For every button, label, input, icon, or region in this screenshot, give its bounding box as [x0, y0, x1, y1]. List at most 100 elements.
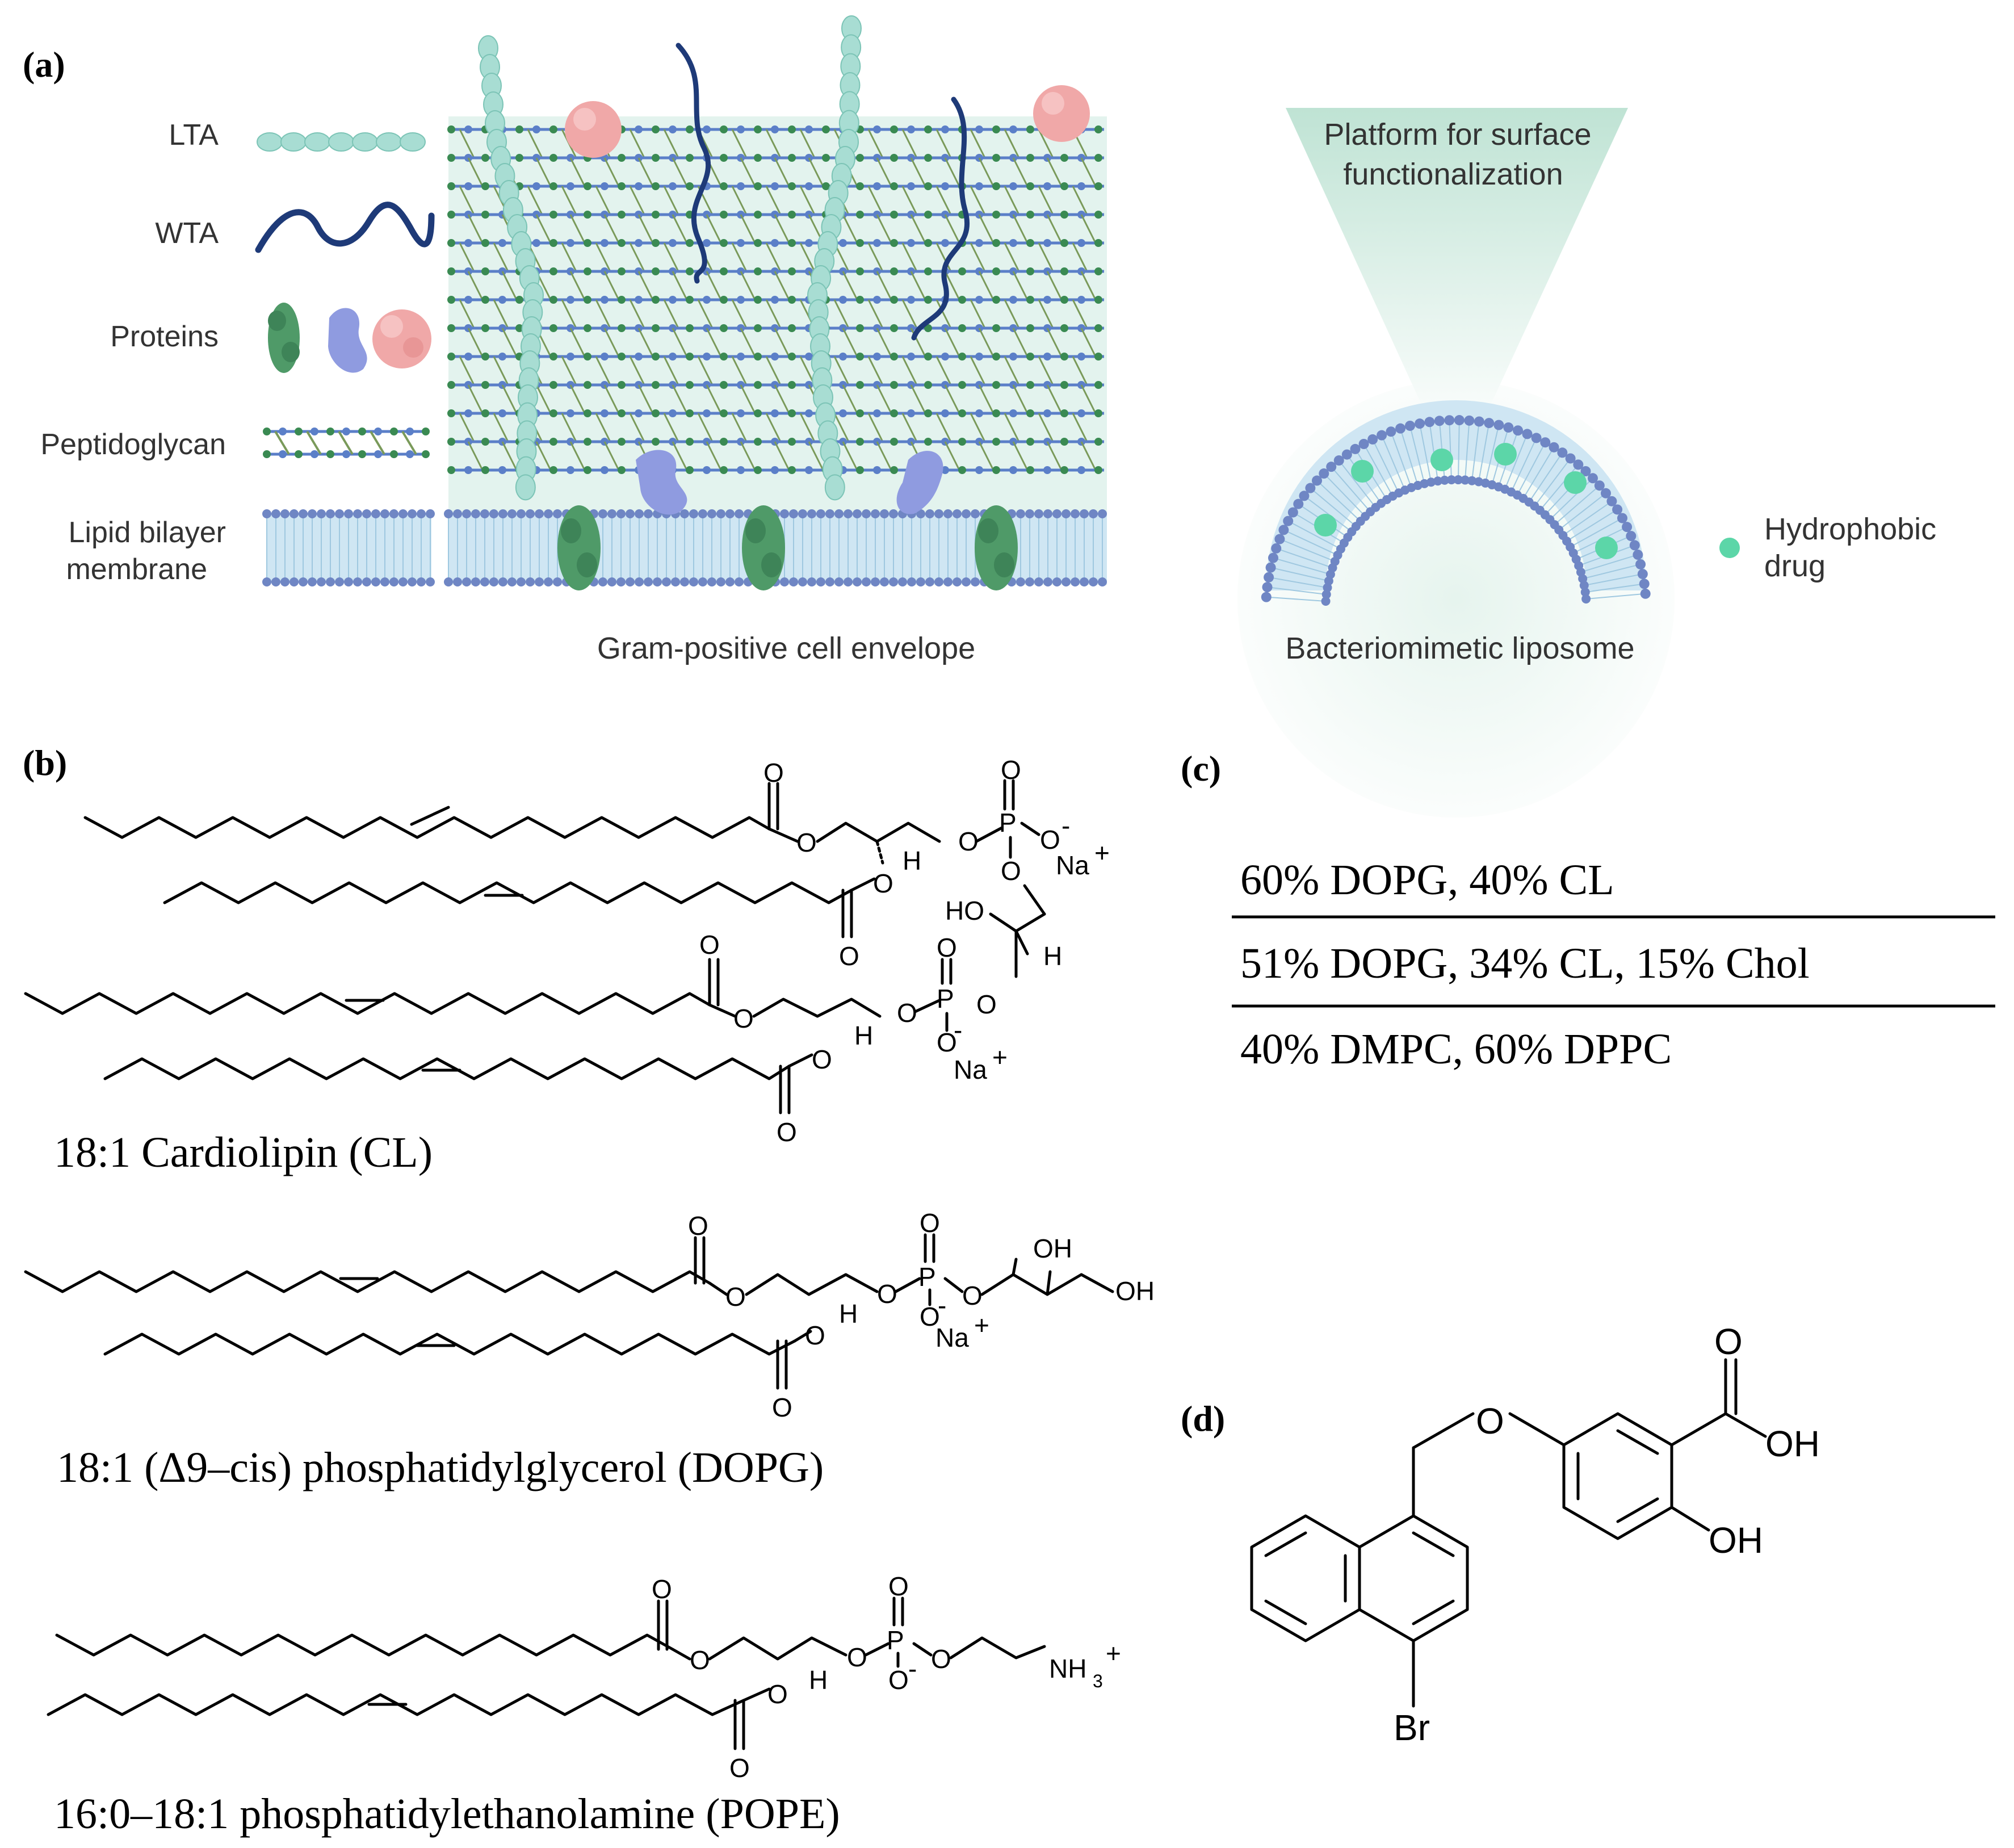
- protein-subunit: [761, 552, 782, 577]
- peptidoglycan-unit: [737, 125, 745, 133]
- peptidoglycan-crosslink: [663, 129, 679, 158]
- lipid-tail: [1409, 425, 1425, 484]
- lipid-head: [907, 577, 916, 586]
- hydrophobic-drug-molecules: [1314, 443, 1618, 559]
- peptidoglycan-unit: [771, 409, 779, 417]
- lipid-head: [689, 509, 698, 518]
- lipid-tail: [1504, 434, 1528, 490]
- peptidoglycan-unit: [532, 239, 540, 247]
- lipid-head: [299, 577, 308, 586]
- lipid-head: [1461, 475, 1470, 485]
- peptidoglycan-unit: [924, 296, 932, 304]
- dopg-atom-na: Na: [935, 1323, 969, 1352]
- peptidoglycan-unit: [1060, 466, 1068, 474]
- lipid-head: [798, 577, 807, 586]
- lipid-head: [1299, 491, 1310, 501]
- peptidoglycan-unit: [873, 239, 881, 247]
- naphthalene-ring-left: [1250, 1514, 1361, 1642]
- lipid-head: [1283, 516, 1294, 526]
- peptidoglycan-unit: [1026, 324, 1034, 332]
- peptidoglycan-unit: [856, 267, 864, 275]
- peptidoglycan-unit: [805, 125, 813, 133]
- peptidoglycan-unit: [1094, 239, 1102, 247]
- lipid-head: [616, 509, 626, 518]
- lipid-head: [653, 577, 662, 586]
- peptidoglycan-unit: [703, 125, 711, 133]
- peptidoglycan-unit: [464, 239, 472, 247]
- peptidoglycan-crosslink: [799, 186, 816, 215]
- cl-atom-na: Na: [1056, 850, 1089, 880]
- lipid-tail: [1270, 567, 1329, 582]
- peptidoglycan-unit: [686, 438, 694, 446]
- peptidoglycan-crosslink: [637, 214, 654, 244]
- lipid-head: [707, 577, 716, 586]
- platform-label-line2: functionalization: [1343, 157, 1563, 191]
- lipid-head: [880, 577, 889, 586]
- lipid-head: [1016, 509, 1025, 518]
- composition-row-1: 60% DOPG, 40% CL: [1240, 856, 1614, 904]
- peptidoglycan-unit: [856, 154, 864, 162]
- peptidoglycan-unit: [447, 409, 455, 417]
- peptidoglycan-unit: [584, 182, 591, 190]
- peptidoglycan-unit: [1009, 296, 1017, 304]
- lipid-head: [862, 509, 871, 518]
- hydrophobic-drug-molecule: [1494, 443, 1517, 466]
- peptidoglycan-crosslink: [935, 413, 952, 442]
- lipid-head: [1262, 582, 1273, 593]
- peptidoglycan-unit: [1009, 182, 1017, 190]
- peptidoglycan-crosslink: [663, 413, 679, 442]
- peptidoglycan-unit: [1060, 211, 1068, 219]
- peptidoglycan-unit: [1094, 466, 1102, 474]
- peptidoglycan-unit: [374, 428, 382, 435]
- lipid-head: [1522, 429, 1533, 439]
- lipid-tail: [1528, 452, 1563, 502]
- peptidoglycan-unit: [532, 125, 540, 133]
- lipid-head: [489, 509, 498, 518]
- peptidoglycan-unit: [1077, 296, 1085, 304]
- peptidoglycan-unit: [992, 267, 1000, 275]
- lipid-tail: [1566, 509, 1618, 542]
- lipid-head: [1321, 589, 1331, 599]
- peptidoglycan-crosslink: [1080, 271, 1097, 300]
- peptidoglycan-crosslink: [867, 129, 884, 158]
- peptidoglycan-crosslink: [944, 328, 960, 357]
- peptidoglycan-crosslink: [493, 356, 509, 385]
- peptidoglycan-unit: [839, 409, 847, 417]
- drug-legend-dot: [1719, 538, 1740, 558]
- lipid-head: [362, 577, 371, 586]
- lipid-head: [598, 577, 607, 586]
- peptidoglycan-crosslink: [1072, 186, 1088, 215]
- lipid-head: [925, 509, 934, 518]
- lipid-head: [680, 509, 689, 518]
- peptidoglycan-crosslink: [1012, 271, 1029, 300]
- peptidoglycan-unit: [856, 324, 864, 332]
- lta-bead: [304, 132, 330, 152]
- dopg-atom-h: H: [839, 1299, 858, 1329]
- peptidoglycan-crosslink: [901, 356, 918, 385]
- peptidoglycan-unit: [422, 450, 430, 458]
- lipid-head: [1367, 434, 1378, 445]
- peptidoglycan-unit: [618, 211, 626, 219]
- peptidoglycan-crosslink: [603, 328, 620, 357]
- lipid-head: [816, 577, 825, 586]
- peptidoglycan-crosslink: [1004, 413, 1020, 442]
- peptidoglycan-unit: [839, 239, 847, 247]
- peptidoglycan-unit: [481, 409, 489, 417]
- lipid-head: [635, 509, 644, 518]
- peptidoglycan-unit: [481, 154, 489, 162]
- drug-label-line1: Hydrophobic: [1764, 512, 1936, 546]
- lipid-head: [353, 509, 362, 518]
- hydrophobic-drug-molecule: [1314, 514, 1337, 537]
- peptidoglycan-crosslink: [595, 242, 611, 272]
- peptidoglycan-crosslink: [944, 157, 960, 187]
- lipid-head: [1034, 577, 1043, 586]
- composition-row-3: 40% DMPC, 60% DPPC: [1240, 1025, 1672, 1073]
- peptidoglycan-unit: [549, 381, 557, 389]
- lipid-head: [453, 509, 462, 518]
- peptidoglycan-crosslink: [867, 242, 884, 272]
- peptidoglycan-unit: [754, 239, 762, 247]
- lipid-head: [462, 509, 471, 518]
- peptidoglycan-crosslink: [401, 430, 417, 455]
- peptidoglycan-crosslink: [876, 441, 892, 471]
- cl-atom-o: O: [839, 941, 859, 971]
